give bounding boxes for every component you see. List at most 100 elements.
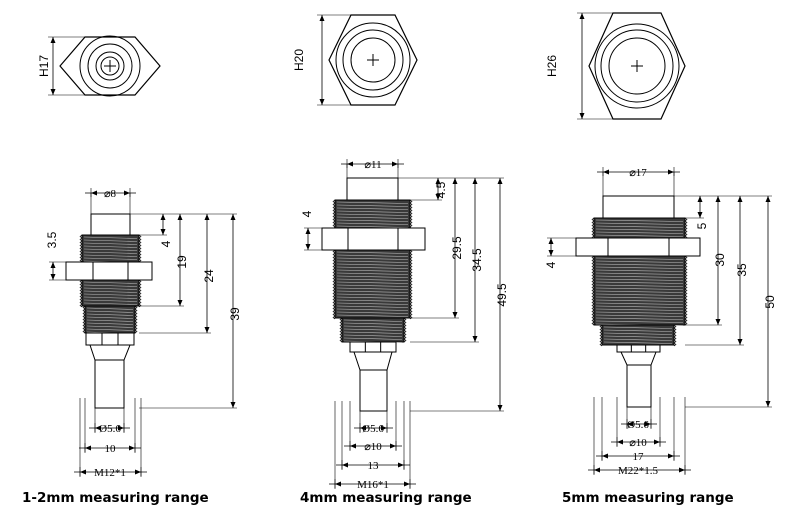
thread-line [336,222,409,225]
thread-tooth [339,320,343,325]
thread-line [83,281,138,284]
arrowhead [715,196,721,202]
thread-tooth [138,303,142,308]
arrowhead [627,421,633,427]
thread-tooth [138,252,142,257]
thread-tooth [673,330,677,335]
arrowhead [347,161,353,167]
thread-tooth [82,320,86,325]
thread-tooth [409,261,413,266]
thread-line [336,290,409,293]
thread-line [336,201,409,204]
thread-tooth [339,338,343,343]
thread-tooth [409,202,413,207]
arrowhead [319,99,325,105]
thread-tooth [79,303,83,308]
thread-tooth [409,217,413,222]
arrowhead [679,467,685,473]
thread-line [595,299,684,302]
thread-line [336,305,409,308]
thread-line [83,254,138,257]
thread-line [336,299,409,302]
thread-line [336,216,409,219]
thread-tooth [409,252,413,257]
thread-tooth [134,305,138,310]
thread-tooth [684,279,688,284]
thread-tooth [332,282,336,287]
arrowhead [497,405,503,411]
dim-right-1: 5 [695,222,709,229]
thread-line [595,293,684,296]
top-diameter-label: ⌀17 [629,167,647,179]
thread-tooth [591,321,595,326]
small-nut [616,344,661,353]
thread-line [595,219,684,222]
thread-tooth [591,232,595,237]
bottom-dim-4: M22*1.5 [618,465,659,477]
thread-tooth [591,270,595,275]
thread-tooth [332,258,336,263]
thread-tooth [599,327,603,332]
thread-tooth [684,264,688,269]
thread-tooth [591,300,595,305]
thread-tooth [673,339,677,344]
thread-tooth [332,273,336,278]
bottom-dim-1: Ø5.6 [99,423,121,435]
thread-tooth [684,258,688,263]
hex-ring [335,22,411,98]
arrowhead [435,178,441,184]
thread-tooth [82,305,86,310]
thread-tooth [409,306,413,311]
arrowhead [579,113,585,119]
thread-tooth [599,330,603,335]
thread-tooth [409,315,413,320]
arrowhead [398,462,404,468]
thread-tooth [138,297,142,302]
thread-tooth [332,303,336,308]
thread-line [83,290,138,293]
thread-line [595,260,684,263]
thread-tooth [591,229,595,234]
thread-line [83,248,138,251]
arrowhead [50,262,56,268]
thread-tooth [591,315,595,320]
probe-stem [626,364,652,408]
thread-tooth [79,282,83,287]
thread-tooth [332,279,336,284]
thread-tooth [591,285,595,290]
thread-line [343,334,403,337]
hex-ring [594,23,680,109]
thread-tooth [79,249,83,254]
arrowhead [737,339,743,345]
thread-tooth [82,317,86,322]
thread-tooth [403,338,407,343]
thread-tooth [409,276,413,281]
arrowhead [392,161,398,167]
arrowhead [135,469,141,475]
bottom-dim-2: ⌀10 [364,441,382,453]
thread-line [595,287,684,290]
thread-tooth [332,312,336,317]
thread-tooth [591,255,595,260]
probe-stem [94,359,125,409]
thread-tooth [684,291,688,296]
arrowhead [360,425,366,431]
dim-right-1: 4 [159,240,173,247]
thread-tooth [409,282,413,287]
thread-tooth [332,306,336,311]
thread-tooth [134,317,138,322]
hex-ring [350,37,396,83]
thread-tooth [403,332,407,337]
drawing-shapes [48,12,772,489]
thread-tooth [599,336,603,341]
arrowhead [319,15,325,21]
thread-tooth [138,285,142,290]
thread-tooth [599,342,603,347]
arrowhead [404,481,410,487]
thread-line [603,338,673,341]
arrowhead [381,425,387,431]
caption-sensor-1: 1-2mm measuring range [22,490,209,506]
arrowhead [204,214,210,220]
thread-line [83,302,138,305]
thread-line [595,263,684,266]
